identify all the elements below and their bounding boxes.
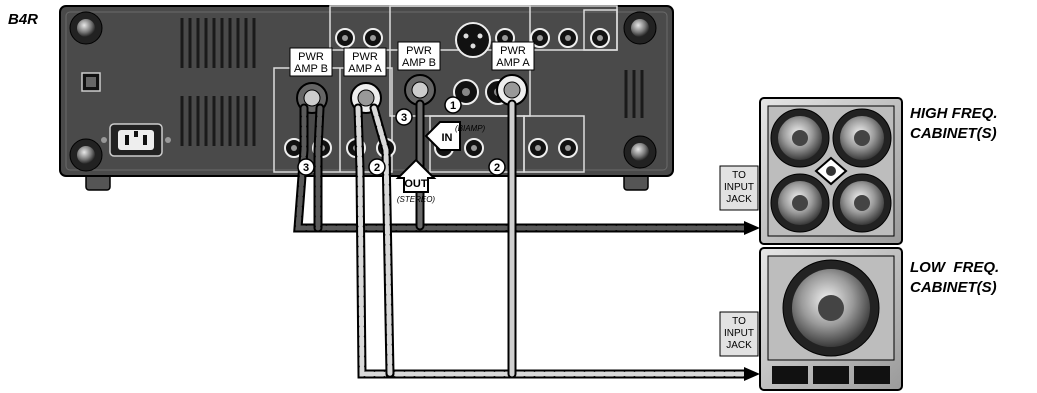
low-freq-cabinet: [759, 247, 903, 391]
pwr-amp-a-left-line1: PWR: [352, 51, 378, 63]
high-freq-title-line1: HIGH FREQ.: [910, 105, 998, 122]
pwr-amp-a-left-line2: AMP A: [348, 63, 382, 75]
vent-slots: [180, 18, 644, 146]
low-freq-title-line1: LOW FREQ.: [910, 259, 999, 276]
step-2-badge-left: 2: [374, 162, 380, 174]
stereo-label: (STEREO): [397, 195, 436, 204]
woofer-icon: [782, 259, 880, 357]
xlr-jack-icon: [455, 22, 491, 58]
model-label: B4R: [8, 11, 38, 28]
high-jack-label-box: [719, 165, 759, 211]
tweeter-icon: [814, 156, 848, 186]
low-jack-label-box: [719, 311, 759, 357]
high-freq-title-line2: CABINET(S): [910, 125, 997, 142]
high-freq-cabinet: [759, 97, 903, 245]
in-arrow-icon: [424, 121, 461, 151]
pwr-amp-label-boxes: [289, 41, 535, 77]
low-jack-line1: TO: [732, 316, 746, 327]
pwr-amp-b-right-line2: AMP B: [402, 57, 436, 69]
pwr-amp-b-right-line1: PWR: [406, 45, 432, 57]
step-2-badge-right: 2: [494, 162, 500, 174]
step-3-badge-left: 3: [303, 162, 309, 174]
high-jack-line2: INPUT: [724, 182, 754, 193]
step-1-badge: 1: [450, 100, 456, 112]
light-cables: [353, 99, 760, 381]
pwr-amp-b-left-line2: AMP B: [294, 63, 328, 75]
pwr-amp-a-right-line2: AMP A: [496, 57, 530, 69]
pwr-amp-a-right-line1: PWR: [500, 45, 526, 57]
biamp-label: (BIAMP): [455, 124, 486, 133]
low-jack-line2: INPUT: [724, 328, 754, 339]
in-label: IN: [442, 132, 453, 144]
bass-port-icon: [772, 366, 890, 384]
power-inlet-icon: [101, 123, 171, 157]
pwr-amp-b-left-line1: PWR: [298, 51, 324, 63]
low-freq-title-line2: CABINET(S): [910, 279, 997, 296]
out-label: OUT: [404, 178, 428, 190]
rack-screw-icon: [69, 11, 657, 172]
step-3-badge: 3: [401, 112, 407, 124]
high-jack-line3: JACK: [726, 194, 752, 205]
low-jack-line3: JACK: [726, 340, 752, 351]
step-badges: [297, 96, 506, 176]
out-arrow-icon: [395, 158, 437, 193]
high-jack-line1: TO: [732, 170, 746, 181]
power-switch-icon: [81, 72, 101, 92]
speaker-cone-icon: [770, 108, 892, 233]
